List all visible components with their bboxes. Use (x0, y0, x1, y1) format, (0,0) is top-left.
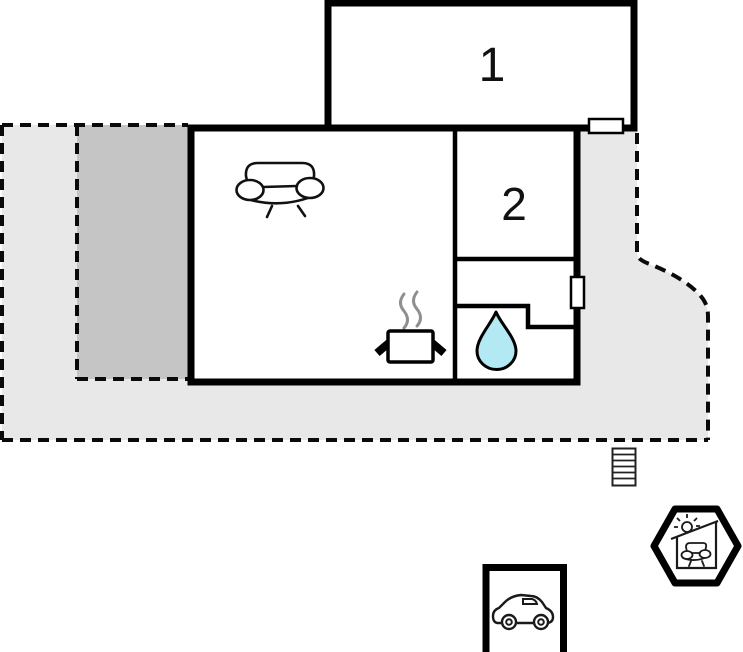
room-1-label: 1 (479, 39, 506, 92)
interior-walls (452, 128, 577, 382)
terrace-boundary-dashes (75, 125, 188, 381)
carport (482, 564, 567, 652)
car-icon (491, 593, 555, 631)
cooking-pot-icon (374, 290, 447, 364)
steam-lines (399, 290, 422, 330)
plot-boundary-dashes (0, 123, 710, 442)
window-icon (587, 117, 625, 135)
window-icon (569, 275, 586, 310)
room-2-label: 2 (501, 178, 527, 230)
water-drop-icon (475, 310, 518, 371)
terrace-area (77, 125, 188, 379)
stairs-icon (611, 447, 637, 487)
holiday-home-sign-icon (650, 505, 742, 587)
sofa-icon (235, 161, 325, 219)
sign-sofa-icon (680, 542, 712, 567)
